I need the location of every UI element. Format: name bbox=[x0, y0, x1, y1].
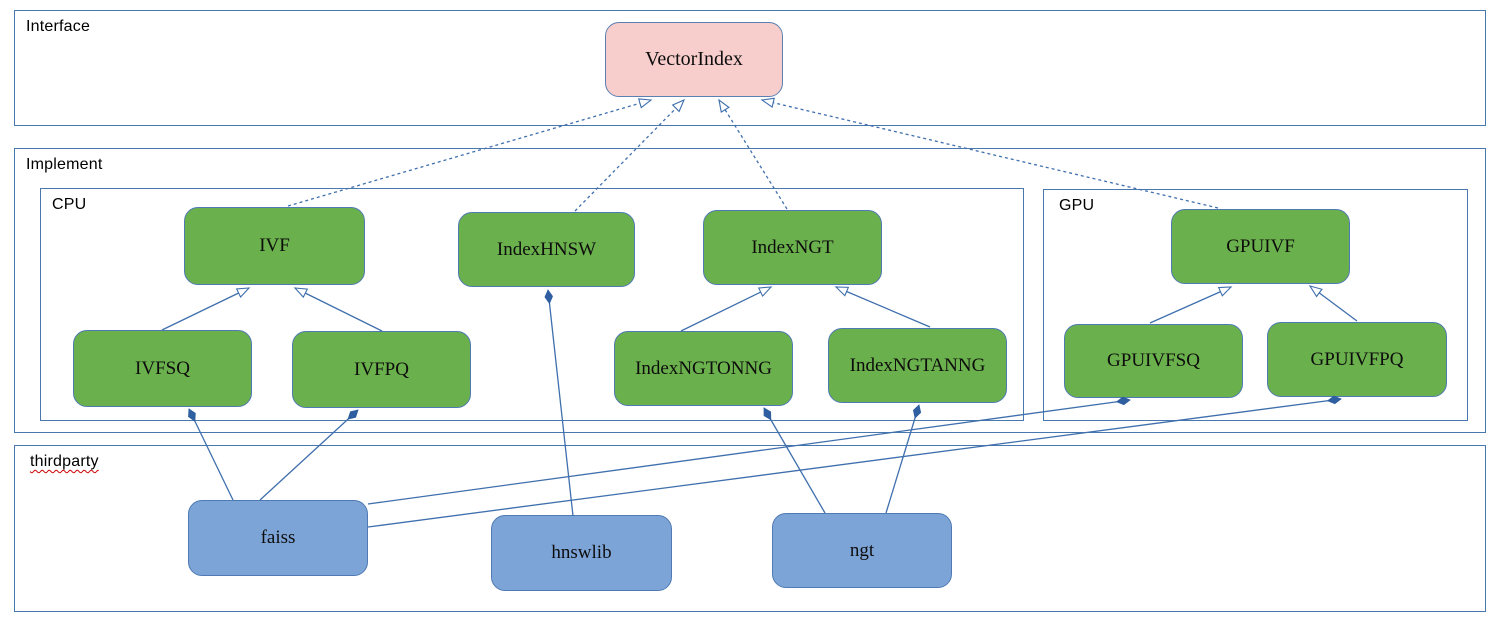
node-gpuivfpq-label: GPUIVFPQ bbox=[1310, 348, 1404, 370]
edge-gpuivfsq-gpuivf[interactable] bbox=[1149, 286, 1233, 324]
container-interface-label: Interface bbox=[26, 18, 91, 35]
edge-faiss-ivfsq[interactable] bbox=[188, 408, 234, 501]
edge-indexngtanng-indexngt[interactable] bbox=[834, 286, 931, 328]
node-ngt-label: ngt bbox=[849, 539, 875, 561]
node-gpuivf[interactable]: GPUIVF bbox=[1171, 209, 1350, 284]
node-ivf[interactable]: IVF bbox=[184, 207, 365, 285]
node-ivfsq[interactable]: IVFSQ bbox=[73, 330, 252, 407]
node-indexngtonng-label: IndexNGTONNG bbox=[635, 357, 772, 379]
node-hnswlib-label: hnswlib bbox=[551, 542, 612, 563]
edge-faiss-gpuivfpq[interactable] bbox=[367, 395, 1342, 528]
edge-indexngtonng-indexngt[interactable] bbox=[680, 286, 773, 332]
node-faiss-label: faiss bbox=[260, 527, 296, 548]
container-implement-label: Implement bbox=[26, 156, 103, 173]
container-cpu[interactable]: CPU bbox=[40, 188, 1024, 421]
edge-indexhnsw-vectorindex[interactable] bbox=[574, 98, 686, 212]
container-cpu-label: CPU bbox=[52, 196, 87, 213]
node-ivfpq[interactable]: IVFPQ bbox=[292, 331, 471, 408]
container-thirdparty-label: thirdparty bbox=[30, 453, 99, 470]
node-indexhnsw[interactable]: IndexHNSW bbox=[458, 212, 635, 287]
node-indexngt[interactable]: IndexNGT bbox=[703, 210, 882, 285]
node-gpuivf-label: GPUIVF bbox=[1226, 235, 1295, 257]
container-implement[interactable]: Implement bbox=[14, 148, 1486, 433]
node-hnswlib[interactable]: hnswlib bbox=[491, 515, 672, 591]
container-thirdparty[interactable]: thirdparty bbox=[14, 445, 1486, 612]
node-vectorindex-label: VectorIndex bbox=[645, 48, 743, 70]
node-faiss[interactable]: faiss bbox=[188, 500, 368, 576]
node-indexhnsw-label: IndexHNSW bbox=[496, 238, 597, 260]
node-gpuivfsq[interactable]: GPUIVFSQ bbox=[1064, 324, 1243, 398]
edge-ivfpq-ivf[interactable] bbox=[293, 287, 383, 332]
node-ngt[interactable]: ngt bbox=[772, 513, 952, 588]
edge-gpuivf-vectorindex[interactable] bbox=[760, 97, 1219, 209]
edge-ngt-indexngtanng[interactable] bbox=[885, 404, 922, 514]
edge-gpuivfpq-gpuivf[interactable] bbox=[1308, 285, 1358, 322]
edge-faiss-gpuivfsq[interactable] bbox=[367, 396, 1131, 505]
node-gpuivfsq-label: GPUIVFSQ bbox=[1107, 350, 1200, 371]
container-interface[interactable]: Interface bbox=[14, 10, 1486, 126]
edge-hnswlib-indexhnsw[interactable] bbox=[544, 289, 574, 517]
edge-faiss-ivfpq[interactable] bbox=[259, 409, 359, 501]
container-gpu[interactable]: GPU bbox=[1043, 189, 1468, 421]
node-indexngtonng[interactable]: IndexNGTONNG bbox=[614, 331, 793, 406]
edge-ngt-indexngtonng[interactable] bbox=[763, 407, 826, 514]
container-gpu-label: GPU bbox=[1059, 197, 1095, 214]
node-indexngtanng[interactable]: IndexNGTANNG bbox=[828, 328, 1007, 403]
node-ivfsq-label: IVFSQ bbox=[135, 357, 190, 379]
node-indexngtanng-label: IndexNGTANNG bbox=[849, 354, 986, 376]
node-ivfpq-label: IVFPQ bbox=[354, 358, 409, 380]
node-ivf-label: IVF bbox=[259, 235, 290, 256]
node-indexngt-label: IndexNGT bbox=[751, 236, 834, 258]
node-gpuivfpq[interactable]: GPUIVFPQ bbox=[1267, 322, 1447, 397]
node-vectorindex[interactable]: VectorIndex bbox=[605, 22, 783, 97]
edge-ivfsq-ivf[interactable] bbox=[161, 287, 251, 331]
